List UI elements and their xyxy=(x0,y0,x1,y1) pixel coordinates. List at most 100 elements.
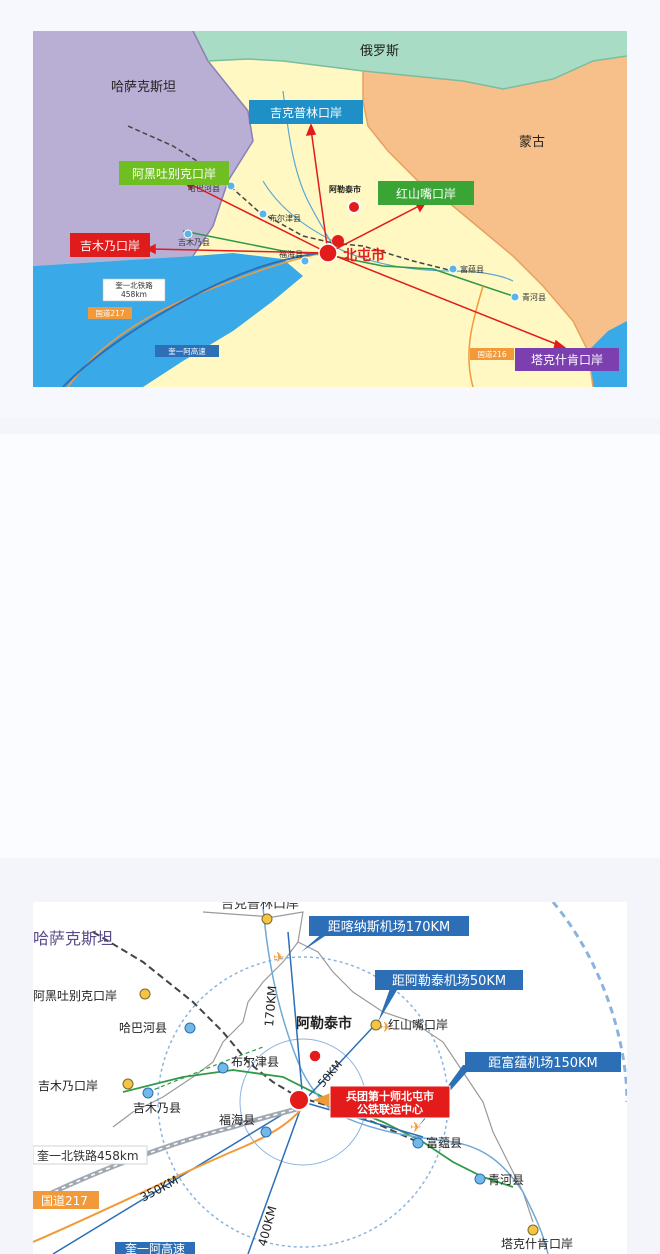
arrow-to-jikepulin xyxy=(310,128,329,254)
port-jimunai[interactable]: 吉木乃口岸 xyxy=(70,233,150,257)
port-location-map: 俄罗斯 哈萨克斯坦 蒙古 哈巴河县 布尔津县 吉木乃县 福海县 富蕴县 青河县 … xyxy=(33,31,627,387)
label-habahe: 哈巴河县 xyxy=(119,1021,167,1035)
town-dot-habahe xyxy=(184,1022,196,1034)
port-ahetubieke[interactable]: 阿黑吐别克口岸 xyxy=(119,161,229,185)
town-dot-qinghe xyxy=(474,1173,486,1185)
arrowhead xyxy=(145,243,156,255)
label-jimunai-county: 吉木乃县 xyxy=(133,1101,181,1115)
town-dot-burqin xyxy=(258,209,268,219)
port-jikepulin-box xyxy=(249,100,363,124)
callout-fuyun-label: 距富蕴机场150KM xyxy=(488,1055,598,1071)
town-dot-qinghe xyxy=(510,292,520,302)
label-fuyun: 富蕴县 xyxy=(460,264,484,274)
railway-south xyxy=(62,250,334,387)
town-dot-jimunai xyxy=(142,1087,154,1099)
port-jimunai-box xyxy=(70,233,150,257)
border-line xyxy=(192,31,254,257)
label-burqin: 布尔津县 xyxy=(269,213,301,223)
label-kazakhstan: 哈萨克斯坦 xyxy=(33,929,113,948)
town-dot-altay xyxy=(308,1049,322,1063)
town-dot-altay xyxy=(347,200,361,214)
port-dot-takeshiken xyxy=(527,1224,539,1236)
label-habahe: 哈巴河县 xyxy=(188,183,220,193)
label-fuyun: 富蕴县 xyxy=(426,1135,462,1150)
railway-tag-bg xyxy=(102,278,166,302)
g216-tag-bg xyxy=(470,348,514,360)
transport-hub-map: ✈ ✈ ✈ 吉克普林口岸 哈萨克斯坦 阿黑吐别克口岸 哈巴河县 xyxy=(33,902,627,1254)
label-fuhai: 福海县 xyxy=(279,249,303,259)
label-burqin: 布尔津县 xyxy=(231,1054,279,1069)
label-takeshiken: 塔克什肯口岸 xyxy=(501,1237,573,1251)
border-line xyxy=(362,71,594,387)
callout-kanas-label: 距喀纳斯机场170KM xyxy=(328,919,451,935)
label-qinghe: 青河县 xyxy=(488,1173,524,1187)
label-altay: 阿勒泰市 xyxy=(329,184,361,194)
hub-title-line2: 公铁联运中心 xyxy=(357,1102,423,1116)
railway-length: 458km xyxy=(121,290,147,299)
map-card-bottom: ✈ ✈ ✈ 吉克普林口岸 哈萨克斯坦 阿黑吐别克口岸 哈巴河县 xyxy=(0,434,660,1254)
center-dot-beitun xyxy=(318,243,338,263)
river xyxy=(262,180,334,242)
expressway-tag: 奎一阿高速 xyxy=(125,1241,185,1254)
port-hongshanzui-label: 红山嘴口岸 xyxy=(396,186,456,201)
airplane-icon-fuyun: ✈ xyxy=(410,1120,422,1136)
map-card-top: 俄罗斯 哈萨克斯坦 蒙古 哈巴河县 布尔津县 吉木乃县 福海县 富蕴县 青河县 … xyxy=(0,0,660,418)
port-takeshiken-box xyxy=(515,348,619,371)
label-kazakhstan: 哈萨克斯坦 xyxy=(111,80,176,95)
label-jimunai-county: 吉木乃县 xyxy=(178,237,210,247)
label-russia: 俄罗斯 xyxy=(360,44,399,59)
town-dot-burqin xyxy=(217,1062,229,1074)
expressway-tag-bg xyxy=(155,345,219,357)
arrow-to-ahetubieke xyxy=(187,182,329,254)
hub-callout[interactable]: 兵团第十师北屯市 公铁联运中心 xyxy=(329,1085,451,1119)
label-hongshanzui: 红山嘴口岸 xyxy=(388,1017,448,1032)
town-dot-fuyun xyxy=(448,264,458,274)
arrow-to-takeshiken xyxy=(327,252,562,347)
kazakhstan-region xyxy=(33,31,253,266)
g217-tag-bg xyxy=(88,307,132,319)
arrow-to-hongshanzui xyxy=(327,204,422,254)
label-center-beitun: 北屯市 xyxy=(343,247,385,264)
port-takeshiken[interactable]: 塔克什肯口岸 xyxy=(515,348,619,371)
port-takeshiken-label: 塔克什肯口岸 xyxy=(531,353,603,367)
port-ahetubieke-label: 阿黑吐别克口岸 xyxy=(132,167,216,181)
expressway-tag: 奎一阿高速 xyxy=(168,346,206,356)
label-fuhai: 福海县 xyxy=(219,1112,255,1127)
callout-altay-label: 距阿勒泰机场50KM xyxy=(392,974,506,989)
town-dot-fuhai xyxy=(260,1126,272,1138)
port-jimunai-label: 吉木乃口岸 xyxy=(80,239,140,253)
label-mongolia: 蒙古 xyxy=(519,135,545,150)
railway-tag: 奎一北铁路458km xyxy=(37,1148,139,1163)
g217-tag: 国道217 xyxy=(41,1194,88,1208)
town-dot-fuyun xyxy=(412,1137,424,1149)
border-line xyxy=(207,55,627,90)
town-dot-jimunai xyxy=(183,229,193,239)
expressway-line xyxy=(182,230,514,297)
port-dot-ahetubieke xyxy=(139,988,151,1000)
center-dot-small xyxy=(332,235,344,247)
port-hongshanzui-box xyxy=(378,181,474,205)
port-ahetubieke-box xyxy=(119,161,229,185)
hub-map-svg: ✈ ✈ ✈ 吉克普林口岸 哈萨克斯坦 阿黑吐别克口岸 哈巴河县 xyxy=(33,902,627,1254)
arrow-to-jimunai xyxy=(150,248,329,254)
russia-region xyxy=(193,31,627,89)
g216-tag: 国道216 xyxy=(477,349,507,359)
g216-road xyxy=(468,285,484,387)
port-map-svg: 俄罗斯 哈萨克斯坦 蒙古 哈巴河县 布尔津县 吉木乃县 福海县 富蕴县 青河县 … xyxy=(33,31,627,387)
port-jikepulin[interactable]: 吉克普林口岸 xyxy=(249,100,363,124)
port-dot-hongshanzui xyxy=(370,1019,382,1031)
river xyxy=(332,245,514,282)
port-dot-jikepulin xyxy=(261,913,273,925)
label-qinghe: 青河县 xyxy=(522,292,546,302)
port-jikepulin-label: 吉克普林口岸 xyxy=(270,106,342,120)
hub-title-line1: 兵团第十师北屯市 xyxy=(346,1089,434,1103)
town-dot-fuhai xyxy=(300,256,310,266)
label-jikepulin: 吉克普林口岸 xyxy=(221,902,299,912)
label-ahetubieke: 阿黑吐别克口岸 xyxy=(33,989,117,1003)
railway-name: 奎一北铁路 xyxy=(115,280,153,290)
label-jimunai-port: 吉木乃口岸 xyxy=(38,1079,98,1093)
railway-line xyxy=(127,125,454,272)
railway-tag: 奎一北铁路 458km xyxy=(102,278,166,302)
port-hongshanzui[interactable]: 红山嘴口岸 xyxy=(378,181,474,205)
label-altay-city: 阿勒泰市 xyxy=(296,1015,352,1032)
